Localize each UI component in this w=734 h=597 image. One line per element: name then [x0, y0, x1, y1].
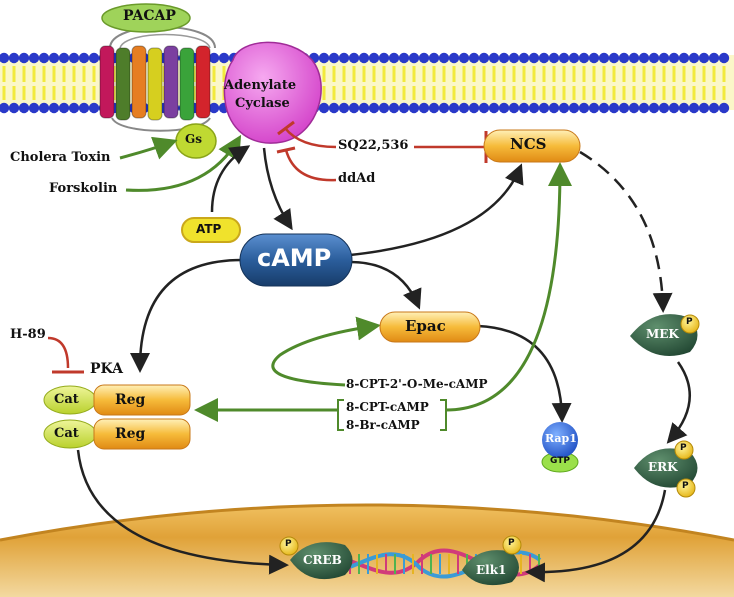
- reg-subunit-2: [93, 418, 191, 450]
- creb-factor: [290, 542, 353, 580]
- inhibit-sq-to-cyclase: [284, 127, 337, 149]
- pka-complex: [43, 384, 191, 450]
- elk1-factor: [462, 550, 519, 586]
- br-camp-label: 8-Br-cAMP: [346, 418, 420, 432]
- arrow-atp-to-cyclase: [210, 145, 251, 213]
- pacap-label: PACAP: [123, 8, 176, 24]
- erk-phospho-1: [674, 440, 694, 460]
- sq22536-label: SQ22,536: [338, 138, 409, 153]
- h89-label: H-89: [10, 327, 46, 342]
- epac-label: Epac: [405, 317, 446, 335]
- rap1-node: [542, 422, 578, 458]
- nucleus-envelope: [0, 505, 734, 597]
- arrow-analog-to-epac: [271, 316, 381, 387]
- atp-node: [181, 217, 241, 243]
- reg-label-2: Reg: [115, 426, 146, 442]
- cholera-toxin-label: Cholera Toxin: [10, 150, 111, 165]
- receptor-helix: [131, 45, 147, 119]
- reg-subunit-1: [93, 384, 191, 416]
- elk1-phospho: [502, 535, 522, 555]
- receptor-helix: [147, 47, 163, 121]
- pka-label: PKA: [90, 361, 123, 377]
- cat-label-2: Cat: [54, 426, 79, 441]
- inhibit-h89-to-pka: [47, 336, 70, 369]
- nucleus-edge: [0, 503, 734, 542]
- mek-label: MEK: [646, 327, 679, 341]
- cat-label-1: Cat: [54, 392, 79, 407]
- camp-node: [239, 233, 353, 287]
- reg-label-1: Reg: [115, 392, 146, 408]
- arrow-analog-to-ncs: [445, 162, 572, 412]
- erk-p-label-1: P: [680, 443, 687, 453]
- arrow-cyclase-to-camp: [262, 147, 293, 231]
- erk-phospho-2: [676, 478, 696, 498]
- epac-node: [379, 311, 481, 343]
- erk-label: ERK: [648, 460, 678, 474]
- inhibit-ddad-to-cyclase: [284, 149, 337, 182]
- creb-phospho: [279, 536, 299, 556]
- adenylate-cyclase: [223, 41, 322, 144]
- inhibit-ddad-bar: [276, 146, 296, 154]
- pacap-ligand: [101, 3, 191, 33]
- elk1-p-label: P: [508, 538, 515, 548]
- erk-p-label-2: P: [682, 481, 689, 491]
- mek-p-label: P: [686, 317, 693, 327]
- creb-p-label: P: [285, 539, 292, 549]
- receptor-helix: [99, 45, 115, 119]
- arrow-cholera-to-gs: [119, 136, 178, 160]
- gtp-label: GTP: [550, 456, 570, 466]
- gs-label: Gs: [185, 132, 203, 146]
- receptor-helix: [115, 47, 131, 121]
- receptor-helix: [163, 45, 179, 119]
- arrow-camp-to-pka: [130, 258, 243, 373]
- pacap-receptor: [99, 26, 216, 132]
- camp-label: cAMP: [257, 244, 332, 272]
- receptor-helix: [195, 45, 211, 119]
- cpt-ome-camp-label: 8-CPT-2'-O-Me-cAMP: [346, 377, 488, 391]
- cpt-camp-label: 8-CPT-cAMP: [346, 400, 429, 414]
- arrow-mek-to-erk: [666, 361, 691, 444]
- arrow-epac-to-rap1: [477, 324, 572, 423]
- ncs-label: NCS: [510, 135, 547, 153]
- arrow-camp-to-ncs: [349, 163, 524, 257]
- mek-phospho: [680, 314, 700, 334]
- arrow-erk-to-elk1: [525, 489, 667, 583]
- receptor-helix: [179, 47, 195, 121]
- rap1-label: Rap1: [545, 432, 577, 445]
- ddad-label: ddAd: [338, 171, 376, 186]
- ncs-node: [483, 129, 581, 163]
- adenylate-cyclase-label-1: Adenylate: [224, 78, 297, 93]
- atp-label: ATP: [196, 222, 222, 236]
- inhibit-sq-bar: [277, 120, 295, 136]
- arrow-camp-to-epac: [349, 260, 422, 310]
- analog-brackets: [337, 399, 447, 431]
- forskolin-label: Forskolin: [49, 181, 118, 196]
- arrow-ncs-to-mek: [579, 150, 673, 313]
- creb-label: CREB: [303, 553, 342, 567]
- elk1-label: Elk1: [476, 563, 507, 577]
- arrow-pka-to-creb: [76, 449, 289, 575]
- adenylate-cyclase-label-2: Cyclase: [235, 96, 290, 111]
